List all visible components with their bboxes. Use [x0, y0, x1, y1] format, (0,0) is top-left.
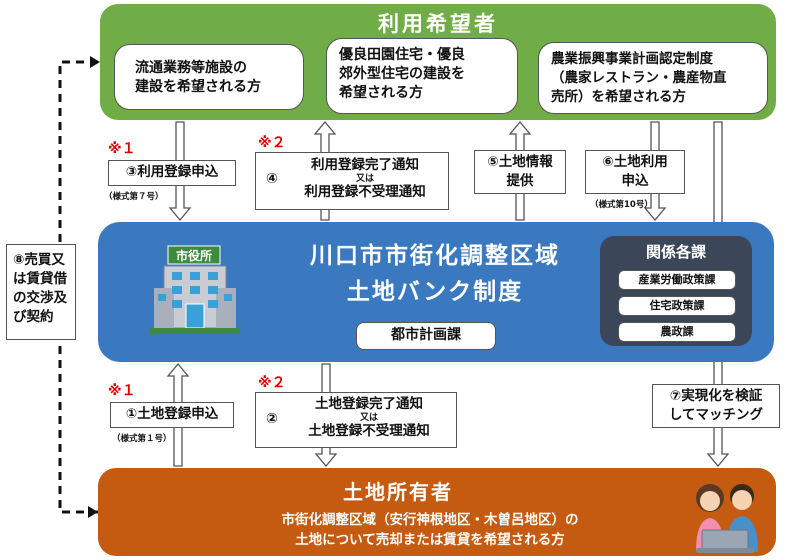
couple-laptop-illustration	[682, 474, 774, 554]
dept-agriculture: 農政課	[618, 322, 736, 342]
related-depts-title: 関係各課	[645, 243, 706, 261]
arrow-step8-head-bottom	[88, 506, 98, 518]
arrow-step8-dashed	[58, 60, 98, 514]
step1-note-mark: ※１	[108, 383, 136, 399]
applicant-type-housing: 優良田園住宅・優良 郊外型住宅の建設を 希望される方	[326, 38, 518, 114]
land-bank-title: 川口市市街化調整区域 土地バンク制度	[310, 243, 560, 305]
urban-planning-dept: 都市計画課	[356, 322, 496, 350]
applicant-type-agriculture: 農業振興事業計画認定制度 （農家レストラン・農産物直 売所）を希望される方	[538, 42, 768, 114]
arrow-step8-head-top	[90, 56, 100, 68]
step6-form-note: （様式第10号）	[590, 200, 653, 210]
step7-label: ⑦実現化を検証 してマッチング	[652, 384, 780, 428]
step3-label: ③利用登録申込	[108, 160, 236, 186]
landowner-description: 市街化調整区域（安行神根地区・木曽呂地区）の 土地について売却または賃貸を希望さ…	[281, 512, 579, 548]
dept-industry-labor: 産業労働政策課	[618, 270, 736, 290]
step5-label: ⑤土地情報 提供	[474, 150, 566, 194]
step3-form-note: （様式第７号）	[104, 192, 164, 202]
step4-note-mark: ※２	[258, 135, 286, 151]
dept-housing: 住宅政策課	[618, 296, 736, 316]
city-hall-sign: 市役所	[176, 248, 212, 263]
applicant-type-logistics: 流通業務等施設の 建設を希望される方	[114, 44, 304, 110]
step8-label: ⑧売買又 は賃貸借 の交渉及 び契約	[6, 244, 76, 340]
step6-label: ⑥土地利用 申込	[585, 150, 685, 194]
step2-label: ② 土地登録完了通知 又は 土地登録不受理通知	[255, 392, 457, 448]
step1-form-note: （様式第１号）	[112, 434, 172, 444]
step2-note-mark: ※２	[258, 375, 286, 391]
step4-label: ④ 利用登録完了通知 又は 利用登録不受理通知	[255, 152, 449, 210]
landowner-title: 土地所有者	[343, 480, 453, 504]
landowner-box	[98, 468, 776, 556]
step3-note-mark: ※１	[108, 141, 136, 157]
step1-label: ①土地登録申込	[110, 402, 234, 428]
applicant-title: 利用希望者	[378, 12, 498, 36]
city-hall-icon: 市役所	[150, 244, 240, 336]
